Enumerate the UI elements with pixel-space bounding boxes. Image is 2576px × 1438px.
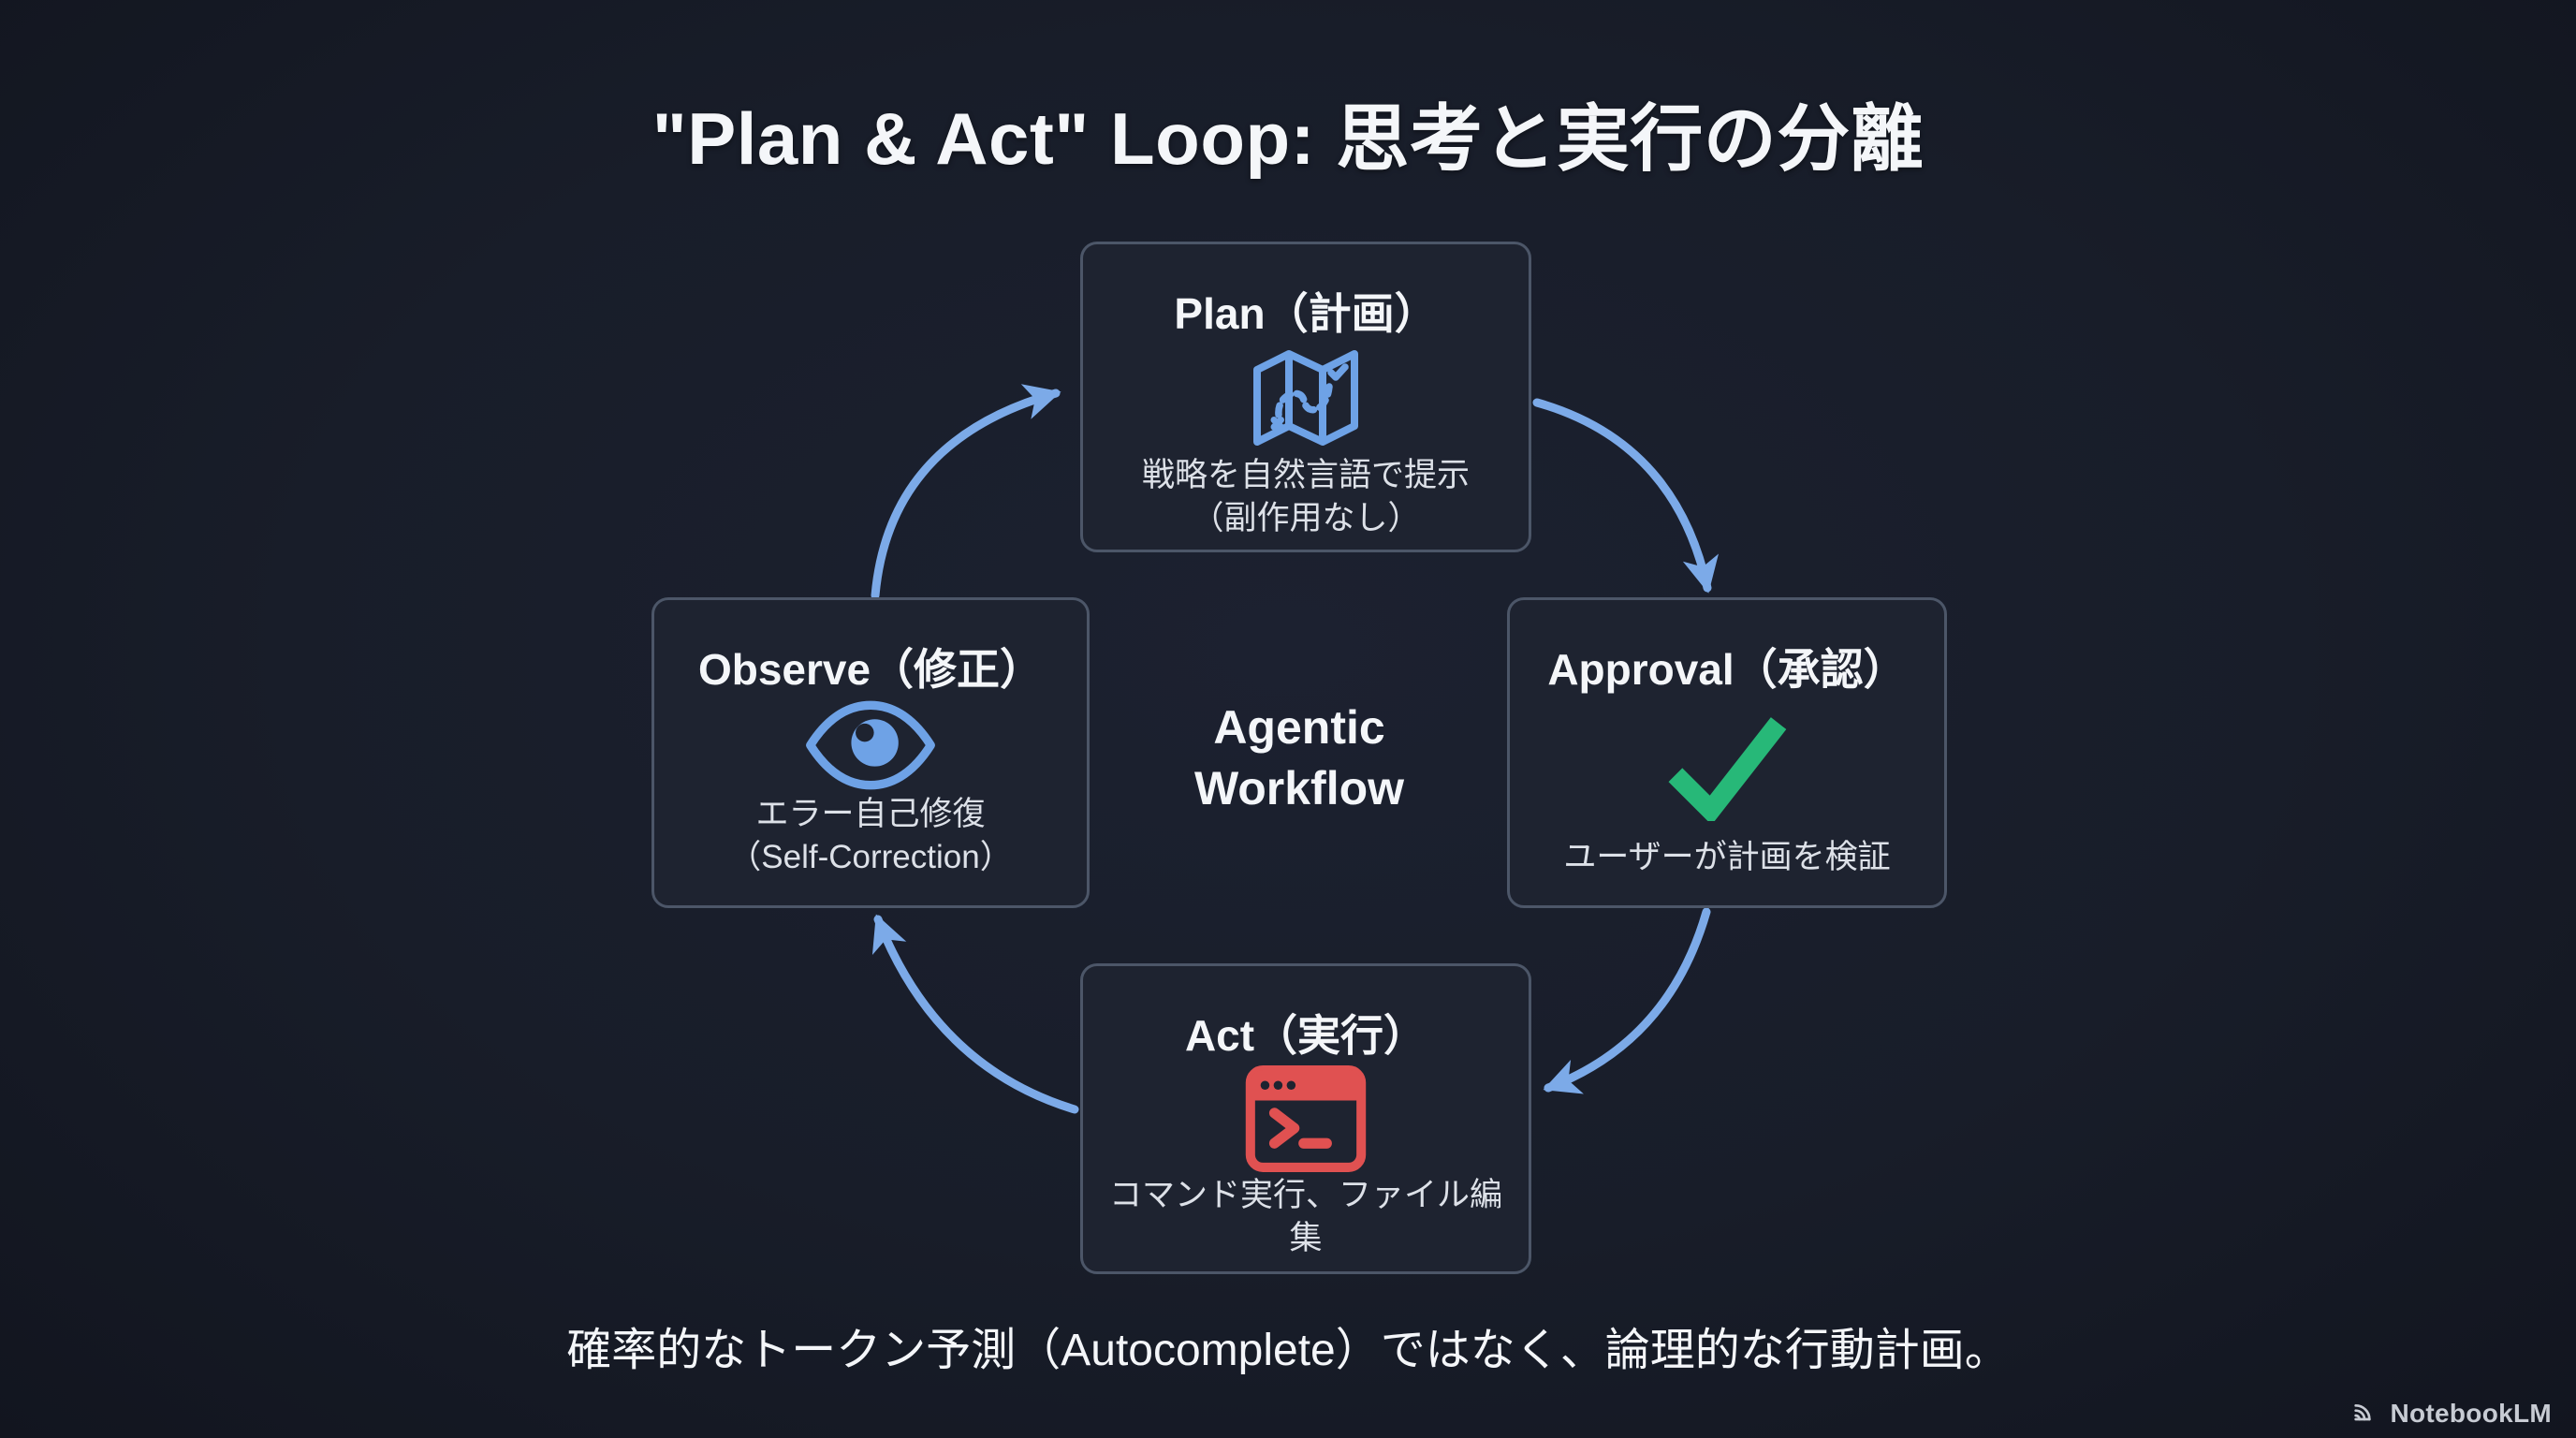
eye-icon (803, 699, 938, 791)
terminal-icon (1243, 1064, 1368, 1174)
arrow-plan-to-approval (1532, 398, 1719, 594)
center-label-line2: Workflow (1193, 762, 1405, 814)
center-label: Agentic Workflow (1194, 697, 1404, 819)
node-approval: Approval（承認） ユーザーが計画を検証 (1507, 597, 1947, 908)
arrow-observe-to-plan (871, 384, 1061, 600)
node-plan-line2: （副作用なし） (1191, 500, 1421, 537)
node-observe-line2: （Self-Correction） (728, 838, 1013, 875)
node-plan: Plan（計画） 戦略を自然言語で提示 （副作用なし） (1080, 242, 1531, 552)
check-icon (1660, 712, 1794, 821)
node-plan-line1: 戦略を自然言語で提示 (1141, 457, 1470, 493)
node-act: Act（実行） コマンド実行、ファイル編集 (1080, 963, 1531, 1274)
arrow-act-to-observe (871, 914, 1079, 1114)
map-icon (1244, 342, 1368, 454)
node-approval-line1: ユーザーが計画を検証 (1563, 838, 1891, 875)
footer-caption: 確率的なトークン予測（Autocomplete）ではなく、論理的な行動計画。 (566, 1326, 2010, 1375)
node-approval-description: ユーザーが計画を検証 (1563, 836, 1890, 879)
node-approval-title: Approval（承認） (1547, 645, 1907, 694)
notebooklm-watermark: NotebookLM (2351, 1399, 2552, 1429)
node-observe: Observe（修正） エラー自己修復 （Self-Correction） (651, 597, 1090, 908)
node-act-title: Act（実行） (1184, 1011, 1427, 1060)
node-observe-description: エラー自己修復 （Self-Correction） (728, 793, 1012, 879)
arrow-approval-to-act (1543, 907, 1711, 1094)
notebooklm-label: NotebookLM (2390, 1399, 2552, 1428)
node-plan-description: 戦略を自然言語で提示 （副作用なし） (1142, 454, 1470, 540)
node-observe-line1: エラー自己修復 (755, 795, 986, 832)
notebooklm-logo-icon (2351, 1399, 2381, 1429)
node-plan-title: Plan（計画） (1174, 289, 1438, 338)
node-act-description: コマンド実行、ファイル編集 (1105, 1174, 1506, 1260)
node-observe-title: Observe（修正） (697, 645, 1044, 694)
slide-title: "Plan & Act" Loop: 思考と実行の分離 (651, 97, 1925, 180)
node-act-line1: コマンド実行、ファイル編集 (1108, 1177, 1502, 1257)
center-label-line1: Agentic (1213, 701, 1385, 754)
